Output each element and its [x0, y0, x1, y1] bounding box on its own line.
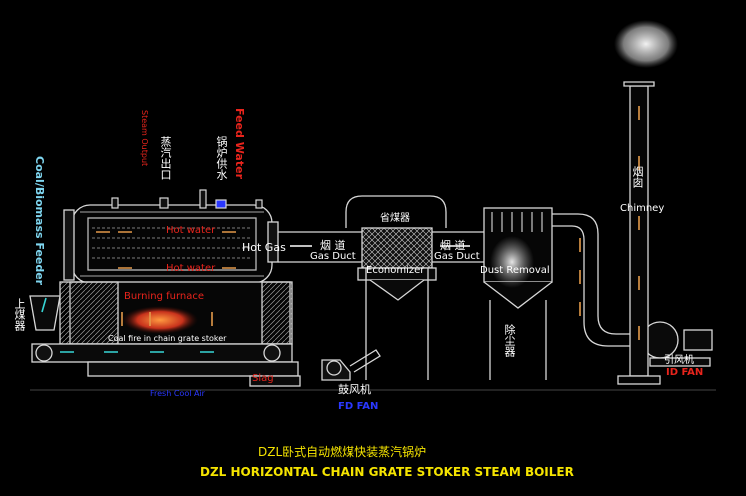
flow-arrows	[41, 106, 640, 353]
hot-water-top-label: Hot water	[166, 225, 216, 236]
gas-duct-cn-label-1: 烟 道	[320, 239, 346, 252]
hot-gas-label: Hot Gas	[242, 241, 286, 254]
gas-duct-cn-label-2: 烟 道	[440, 239, 466, 252]
coal-hopper	[29, 295, 61, 331]
steam-output-label: Steam Output	[140, 110, 149, 167]
burning-furnace-label: Burning furnace	[124, 291, 205, 302]
economizer-label: Economizer	[366, 265, 425, 276]
top-valves	[111, 189, 263, 209]
economizer	[345, 195, 447, 380]
gas-duct-2	[432, 231, 488, 263]
gas-duct-label-2: Gas Duct	[434, 251, 480, 262]
slag-label: Slag	[252, 373, 274, 384]
coal-fire-label: Coal fire in chain grate stoker	[108, 334, 227, 343]
coal-feeder-cn-label: 上煤器	[13, 298, 26, 331]
steam-output-cn-label: 蒸汽出口	[159, 136, 172, 180]
dust-removal-label: Dust Removal	[480, 265, 550, 276]
hot-water-bottom-label: Hot water	[166, 263, 216, 274]
furnace	[59, 281, 293, 345]
fd-fan-label: FD FAN	[338, 401, 379, 412]
boiler-drum	[63, 204, 279, 284]
chimney-cn-label: 烟囱	[631, 166, 644, 188]
feed-water-cn-label: 锅炉供水	[215, 136, 228, 180]
coal-feeder-label: Coal/Biomass Feeder	[33, 156, 46, 286]
dust-collector	[483, 207, 553, 380]
title-en: DZL HORIZONTAL CHAIN GRATE STOKER STEAM …	[200, 465, 574, 479]
chain-grate	[31, 343, 301, 387]
chimney	[617, 81, 661, 385]
dust-removal-cn-label: 除尘器	[503, 324, 516, 357]
gas-duct-1	[278, 231, 366, 263]
id-fan	[641, 321, 713, 367]
fd-fan-cn-label: 鼓风机	[338, 383, 371, 396]
title-cn: DZL卧式自动燃煤快装蒸汽锅炉	[258, 445, 427, 459]
economizer-cn-label: 省煤器	[380, 213, 410, 224]
feed-water-label: Feed Water	[233, 108, 246, 180]
chimney-label: Chimney	[620, 203, 665, 214]
gas-duct-label-1: Gas Duct	[310, 251, 356, 262]
flue-pipe	[552, 213, 632, 347]
fresh-cool-air-label: Fresh Cool Air	[150, 389, 205, 398]
id-fan-cn-label: 引风机	[664, 355, 694, 366]
smoke-cloud	[614, 20, 678, 68]
id-fan-label: ID FAN	[666, 367, 704, 378]
fd-fan	[321, 349, 381, 381]
